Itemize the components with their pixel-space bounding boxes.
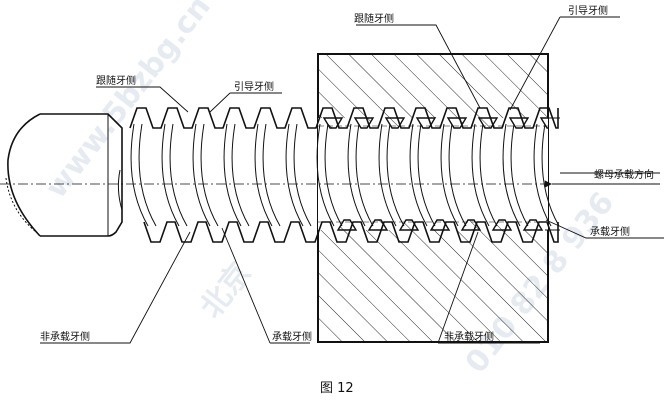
watermark-site: www.5bzbg.cn [39, 0, 218, 205]
thread-flank-curve [138, 123, 157, 227]
label-loaded-flank-right: 承载牙侧 [590, 225, 630, 238]
leader-lines [40, 16, 664, 344]
nut-body [317, 53, 549, 343]
thread-flank-curve [200, 123, 219, 227]
thread-flank-curve [130, 123, 149, 227]
axis-lines [0, 125, 560, 223]
thread-flank-curve [541, 123, 560, 227]
thread-flank-curve [502, 123, 521, 227]
thread-flank-curve [324, 123, 343, 227]
thread-flank-curve [448, 123, 467, 227]
thread-flank-curve [417, 123, 436, 227]
annotation-labels: 跟随牙侧 引导牙侧 跟随牙侧 引导牙侧 螺母承载方向 承载牙侧 非承载牙侧 承载… [40, 4, 654, 343]
label-non-loaded-flank-bottom-left: 非承载牙侧 [40, 330, 90, 343]
thread-flank-curve [223, 123, 242, 227]
thread-flank-curve [440, 123, 459, 227]
thread-flank-curve [471, 123, 490, 227]
label-non-loaded-flank-bottom-right: 非承载牙侧 [444, 330, 494, 343]
thread-flank-curve [192, 123, 211, 227]
thread-flank-curve [510, 123, 529, 227]
thread-flank-curve [169, 123, 188, 227]
label-trailing-flank-top-left: 跟随牙侧 [96, 74, 136, 87]
thread-flank-curve [386, 123, 405, 227]
figure-caption: 图 12 [320, 381, 354, 396]
label-trailing-flank-top-nut: 跟随牙侧 [354, 12, 394, 25]
thread-flank-curve [262, 123, 281, 227]
label-leading-flank-top-mid: 引导牙侧 [234, 80, 274, 93]
thread-flank-curve [316, 123, 335, 227]
label-nut-load-direction: 螺母承载方向 [594, 168, 654, 181]
thread-flank-curve [254, 123, 273, 227]
thread-flank-curve [479, 123, 498, 227]
thread-flank-curve [161, 123, 180, 227]
label-leading-flank-top-nut: 引导牙侧 [568, 4, 608, 17]
thread-flank-curve [409, 123, 428, 227]
bolt-shank [5, 113, 123, 237]
label-loaded-flank-bottom: 承载牙侧 [272, 330, 312, 343]
thread-flank-curve [347, 123, 366, 227]
thread-flank-curve [285, 123, 304, 227]
thread-flank-curve [378, 123, 397, 227]
thread-flank-curve [231, 123, 250, 227]
thread-flank-curve [533, 123, 552, 227]
thread-flank-curve [293, 123, 312, 227]
thread-flank-curve [355, 123, 374, 227]
